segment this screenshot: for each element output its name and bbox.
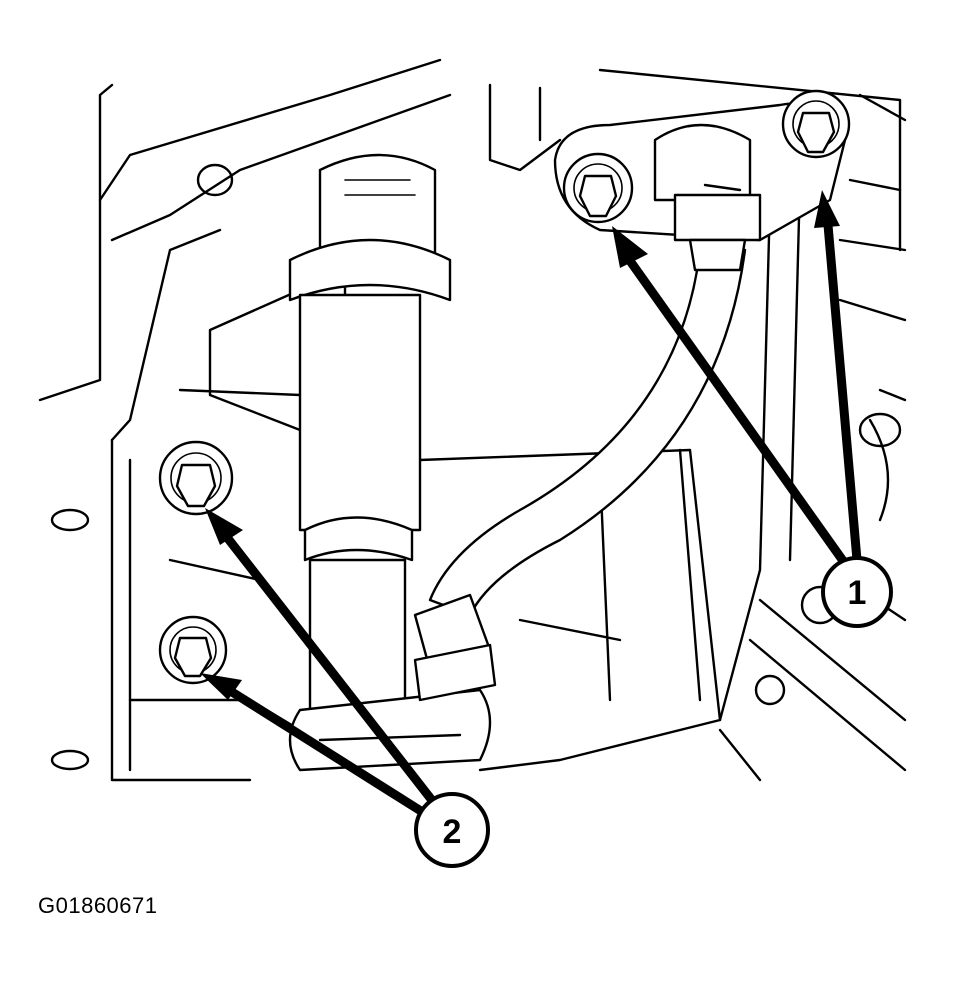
callout-2: 2 bbox=[414, 792, 490, 868]
callout-2-leaders bbox=[200, 508, 443, 823]
cooler-hose-curved bbox=[413, 248, 747, 702]
callout-2-label: 2 bbox=[443, 813, 462, 851]
figure-id: G01860671 bbox=[38, 893, 158, 918]
fitting-bolt-left bbox=[562, 152, 634, 224]
callout-1: 1 bbox=[821, 556, 893, 628]
bracket-bolt-upper bbox=[158, 440, 234, 516]
case-holes bbox=[50, 163, 902, 771]
fitting-bolt-right bbox=[781, 89, 851, 159]
callout-1-leaders bbox=[612, 190, 862, 570]
callout-1-label: 1 bbox=[848, 574, 867, 612]
bracket-bolt-lower bbox=[158, 615, 228, 685]
